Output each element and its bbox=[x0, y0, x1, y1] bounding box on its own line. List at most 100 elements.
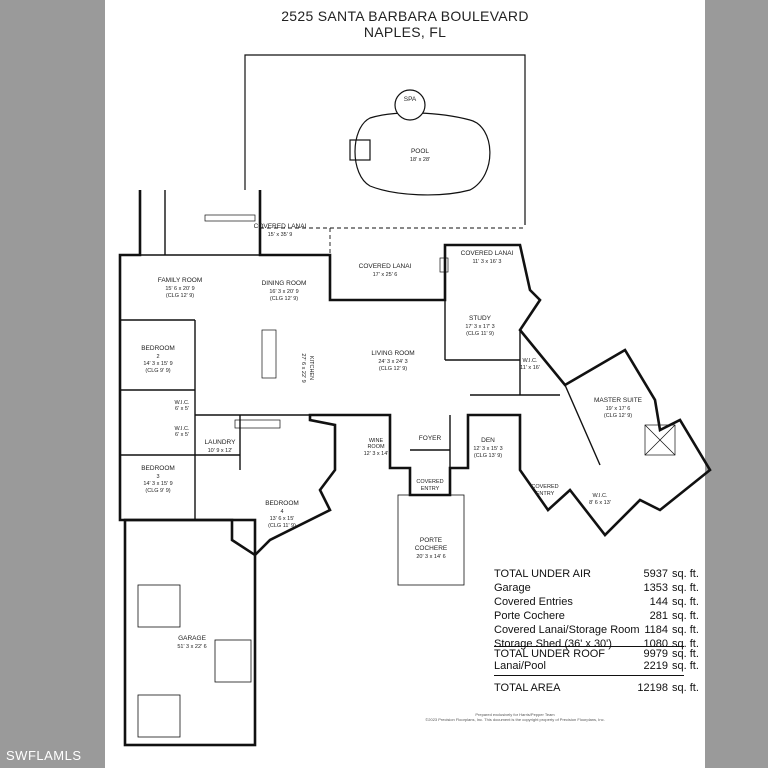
dims-pool: 18' x 28' bbox=[410, 157, 430, 163]
label-family-room: FAMILY ROOM bbox=[158, 277, 203, 284]
dims-wic-2: 6' x 5' bbox=[175, 432, 189, 438]
area-label: TOTAL UNDER AIR bbox=[494, 568, 591, 580]
area-value: 9979 bbox=[643, 648, 668, 660]
label-wic-master: W.I.C. bbox=[593, 493, 608, 499]
area-label: Porte Cochere bbox=[494, 610, 565, 622]
label-lanai-east: COVERED LANAI bbox=[461, 250, 514, 257]
dims-bedroom-4: 13' 6 x 15' bbox=[270, 516, 295, 522]
dims-den: 12' 3 x 15' 3 bbox=[473, 446, 502, 452]
area-label: Covered Entries bbox=[494, 596, 573, 608]
label-lanai-west: COVERED LANAI bbox=[254, 223, 307, 230]
clg-bedroom-4: (CLG 11' 9) bbox=[268, 523, 296, 529]
num-bedroom-4: 4 bbox=[280, 509, 283, 515]
clg-living-room: (CLG 12' 9) bbox=[379, 366, 407, 372]
dims-wic-study: 11' x 16' bbox=[520, 365, 540, 371]
area-row: Storage Shed (36' x 30') 1080 sq. ft. bbox=[494, 638, 699, 650]
dims-lanai-west: 15' x 35' 9 bbox=[268, 232, 293, 238]
area-value: 144 bbox=[649, 596, 668, 608]
dims-bedroom-3: 14' 3 x 15' 9 bbox=[143, 481, 172, 487]
pool-shape bbox=[354, 112, 491, 196]
area-value: 5937 bbox=[643, 568, 668, 580]
credits: Prepared exclusively for Harris/Pepper T… bbox=[380, 712, 650, 722]
dims-study: 17' 3 x 17' 3 bbox=[465, 324, 494, 330]
credits-line: ©2023 Precision Floorplans, Inc. This do… bbox=[425, 717, 605, 722]
area-unit: sq. ft. bbox=[672, 624, 699, 636]
area-unit: sq. ft. bbox=[672, 638, 699, 650]
label-garage: GARAGE bbox=[178, 635, 206, 642]
clg-family-room: (CLG 12' 9) bbox=[166, 293, 194, 299]
area-row: TOTAL UNDER AIR 5937 sq. ft. bbox=[494, 568, 699, 580]
garage-bay-3 bbox=[137, 694, 181, 738]
pool-steps bbox=[349, 139, 371, 161]
clg-bedroom-3: (CLG 9' 9) bbox=[145, 488, 170, 494]
area-label: TOTAL AREA bbox=[494, 682, 561, 694]
table-divider bbox=[494, 646, 684, 647]
dims-living-room: 24' 3 x 24' 3 bbox=[378, 359, 407, 365]
label-bedroom-3: BEDROOM bbox=[141, 465, 175, 472]
dims-lanai-center: 17' x 25' 6 bbox=[373, 272, 398, 278]
label-wic-1: W.I.C. bbox=[175, 400, 190, 406]
label-porte-cochere-2: COCHERE bbox=[415, 545, 448, 552]
area-label: Lanai/Pool bbox=[494, 660, 546, 672]
house-outline bbox=[118, 190, 712, 557]
label-spa: SPA bbox=[404, 96, 417, 103]
area-label: Garage bbox=[494, 582, 531, 594]
clg-master-suite: (CLG 12' 9) bbox=[604, 413, 632, 419]
area-unit: sq. ft. bbox=[672, 596, 699, 608]
porte-cochere-outline bbox=[397, 494, 465, 586]
area-row: Covered Lanai/Storage Room 1184 sq. ft. bbox=[494, 624, 699, 636]
dims-bedroom-2: 14' 3 x 15' 9 bbox=[143, 361, 172, 367]
label-foyer: FOYER bbox=[419, 435, 442, 442]
area-label: Covered Lanai/Storage Room bbox=[494, 624, 640, 636]
area-label: Storage Shed (36' x 30') bbox=[494, 638, 612, 650]
clg-den: (CLG 13' 9) bbox=[474, 453, 502, 459]
dims-family-room: 15' 6 x 20' 9 bbox=[165, 286, 194, 292]
dims-wic-master: 8' 6 x 13' bbox=[589, 500, 611, 506]
area-unit: sq. ft. bbox=[672, 568, 699, 580]
label-bedroom-4: BEDROOM bbox=[265, 500, 299, 507]
area-value: 1080 bbox=[643, 638, 668, 650]
label-kitchen: KITCHEN bbox=[308, 356, 314, 380]
label-wic-study: W.I.C. bbox=[523, 358, 538, 364]
garage-outline bbox=[123, 518, 257, 747]
dims-kitchen: 27' 6 x 22' 9 bbox=[300, 353, 306, 382]
dims-wic-1: 6' x 5' bbox=[175, 406, 189, 412]
area-value: 1184 bbox=[644, 624, 668, 636]
dims-garage: 51' 3 x 22' 6 bbox=[177, 644, 206, 650]
area-value: 1353 bbox=[643, 582, 668, 594]
pool-deck-outline bbox=[244, 54, 526, 225]
dims-porte-cochere: 20' 3 x 14' 6 bbox=[416, 554, 445, 560]
label-covered-entry-east-2: ENTRY bbox=[536, 491, 555, 497]
label-dining-room: DINING ROOM bbox=[262, 280, 307, 287]
label-covered-entry-east: COVERED bbox=[531, 484, 558, 490]
area-unit: sq. ft. bbox=[672, 660, 699, 672]
floorplan-sheet bbox=[105, 0, 705, 768]
clg-study: (CLG 11' 9) bbox=[466, 331, 494, 337]
label-covered-entry-main-2: ENTRY bbox=[421, 486, 440, 492]
address-line: 2525 SANTA BARBARA BOULEVARD bbox=[281, 8, 529, 24]
num-bedroom-3: 3 bbox=[156, 474, 159, 480]
label-wic-2: W.I.C. bbox=[175, 426, 190, 432]
garage-bay-2 bbox=[214, 639, 252, 683]
label-covered-entry-main: COVERED bbox=[416, 479, 443, 485]
dims-wine-room: 12' 3 x 14' bbox=[364, 451, 389, 457]
label-wine-room: WINE bbox=[369, 438, 384, 444]
credits-line: Prepared exclusively for Harris/Pepper T… bbox=[475, 712, 555, 717]
label-den: DEN bbox=[481, 437, 495, 444]
spa-shape bbox=[394, 89, 426, 121]
label-master-suite: MASTER SUITE bbox=[594, 397, 643, 404]
clg-dining-room: (CLG 12' 9) bbox=[270, 296, 298, 302]
city-line: NAPLES, FL bbox=[363, 24, 447, 40]
label-pool: POOL bbox=[411, 148, 429, 155]
area-row: Lanai/Pool 2219 sq. ft. bbox=[494, 660, 699, 672]
dims-lanai-east: 11' 3 x 16' 3 bbox=[473, 259, 502, 265]
area-value: 2219 bbox=[643, 660, 668, 672]
label-lanai-center: COVERED LANAI bbox=[359, 263, 412, 270]
label-living-room: LIVING ROOM bbox=[371, 350, 414, 357]
area-unit: sq. ft. bbox=[672, 682, 699, 694]
